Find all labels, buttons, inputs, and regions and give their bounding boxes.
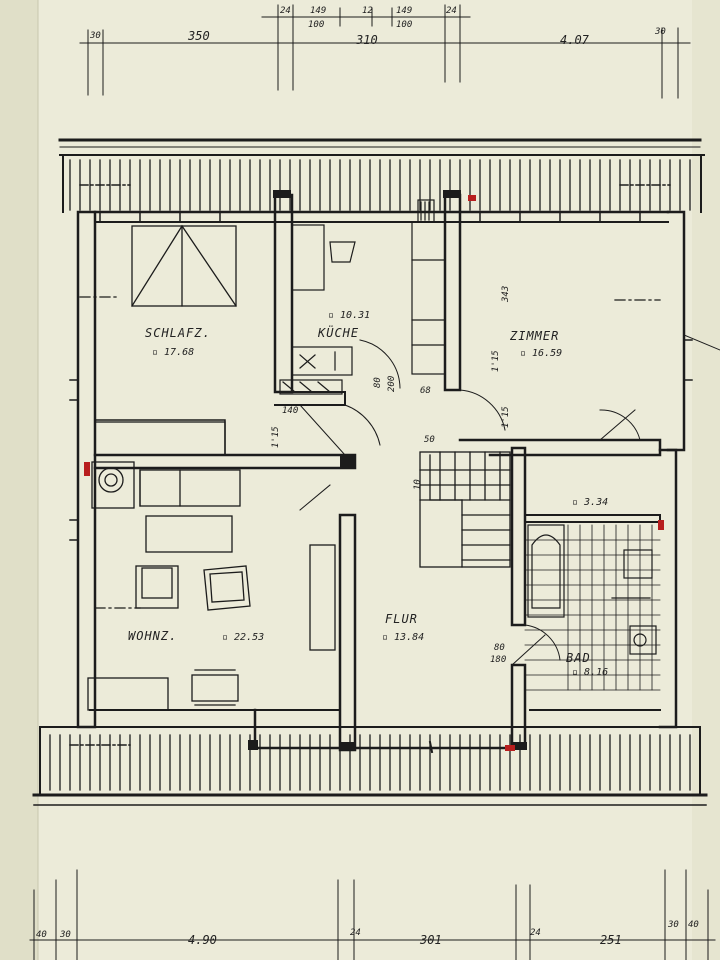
paper-right-margin [692,0,720,960]
dim-80-bad: 80 [494,643,505,653]
dim-140: 140 [282,406,298,416]
schlafz-name: SCHLAFZ. [145,326,211,340]
schlafz-area: ▫ 17.68 [152,347,194,358]
dim-115-flur: 1'15 [501,406,511,428]
flur-name: FLUR [385,612,418,626]
dim-top-350: 350 [187,29,210,43]
dim-50: 50 [424,435,435,445]
dim-bot-40a: 40 [36,930,47,940]
kueche-name: KÜCHE [317,324,359,340]
top-dimension-labels: 30 350 310 4.07 30 24 149 100 12 149 100… [89,6,666,47]
room-labels: SCHLAFZ. ▫ 17.68 ▫ 10.31 KÜCHE ZIMMER ▫ … [128,310,608,678]
red-markers [84,195,664,751]
dim-top-24a: 24 [280,6,291,16]
wohnz-area: ▫ 22.53 [222,632,264,643]
wohnz-name: WOHNZ. [128,629,177,643]
dim-bot-30c: 30 [59,930,71,940]
dim-115-zimmer: 1'15 [491,350,501,372]
kitchen-fittings [279,199,446,395]
kueche-area: ▫ 10.31 [328,310,370,321]
top-dimension-lines [79,4,691,99]
interior-dimension-labels: 343 1'15 1'15 1'15 80 200 68 140 50 10 8… [271,286,511,665]
top-roof-strip [58,138,705,213]
dim-top-24b: 24 [446,6,457,16]
dim-10: 10 [413,479,423,490]
dim-bot-24c: 24 [350,928,361,938]
bottom-balcony-strip [32,726,708,806]
dim-343: 343 [501,286,511,303]
dim-bot-24d: 24 [530,928,541,938]
dim-115-schlafz: 1'15 [271,426,281,448]
bottom-dimension-lines [29,869,716,960]
dim-top-30b: 30 [654,27,666,37]
bad-name: BAD [566,651,591,665]
dim-top-149a: 149 [310,6,326,16]
bath-fittings [524,524,661,691]
bottom-dimension-labels: 40 30 4.90 24 301 24 251 30 40 [36,920,699,947]
flur-details [379,740,501,754]
wardrobe-schlafz [94,421,226,456]
bad-area: ▫ 8.16 [572,667,608,678]
dim-top-149b: 149 [396,6,412,16]
dim-top-100a: 100 [308,20,324,30]
bed [131,224,237,307]
dim-bot-251: 251 [600,933,622,947]
dim-top-407: 4.07 [560,33,590,47]
dim-bot-301: 301 [419,933,442,947]
dim-68: 68 [420,386,431,396]
dim-top-12: 12 [362,6,373,16]
hidden-lines [79,296,661,609]
flur-area: ▫ 13.84 [382,632,424,643]
zimmer-name: ZIMMER [509,329,559,343]
abstell-area: ▫ 3.34 [572,497,608,508]
wohnz-furniture [87,461,336,711]
dim-top-100b: 100 [396,20,412,30]
paper-left-edge [0,0,38,960]
dim-180-bad: 180 [490,655,506,665]
doors [299,339,641,666]
dim-bot-40b: 40 [688,920,699,930]
dim-bot-30d: 30 [667,920,679,930]
dim-top-310: 310 [355,33,378,47]
dim-top-30a: 30 [89,31,101,41]
dim-bot-490: 4.90 [188,933,217,947]
staircase [419,451,511,568]
zimmer-area: ▫ 16.59 [520,348,562,359]
wall-columns [248,190,527,750]
dim-200: 200 [387,376,397,392]
dim-80: 80 [373,377,383,388]
